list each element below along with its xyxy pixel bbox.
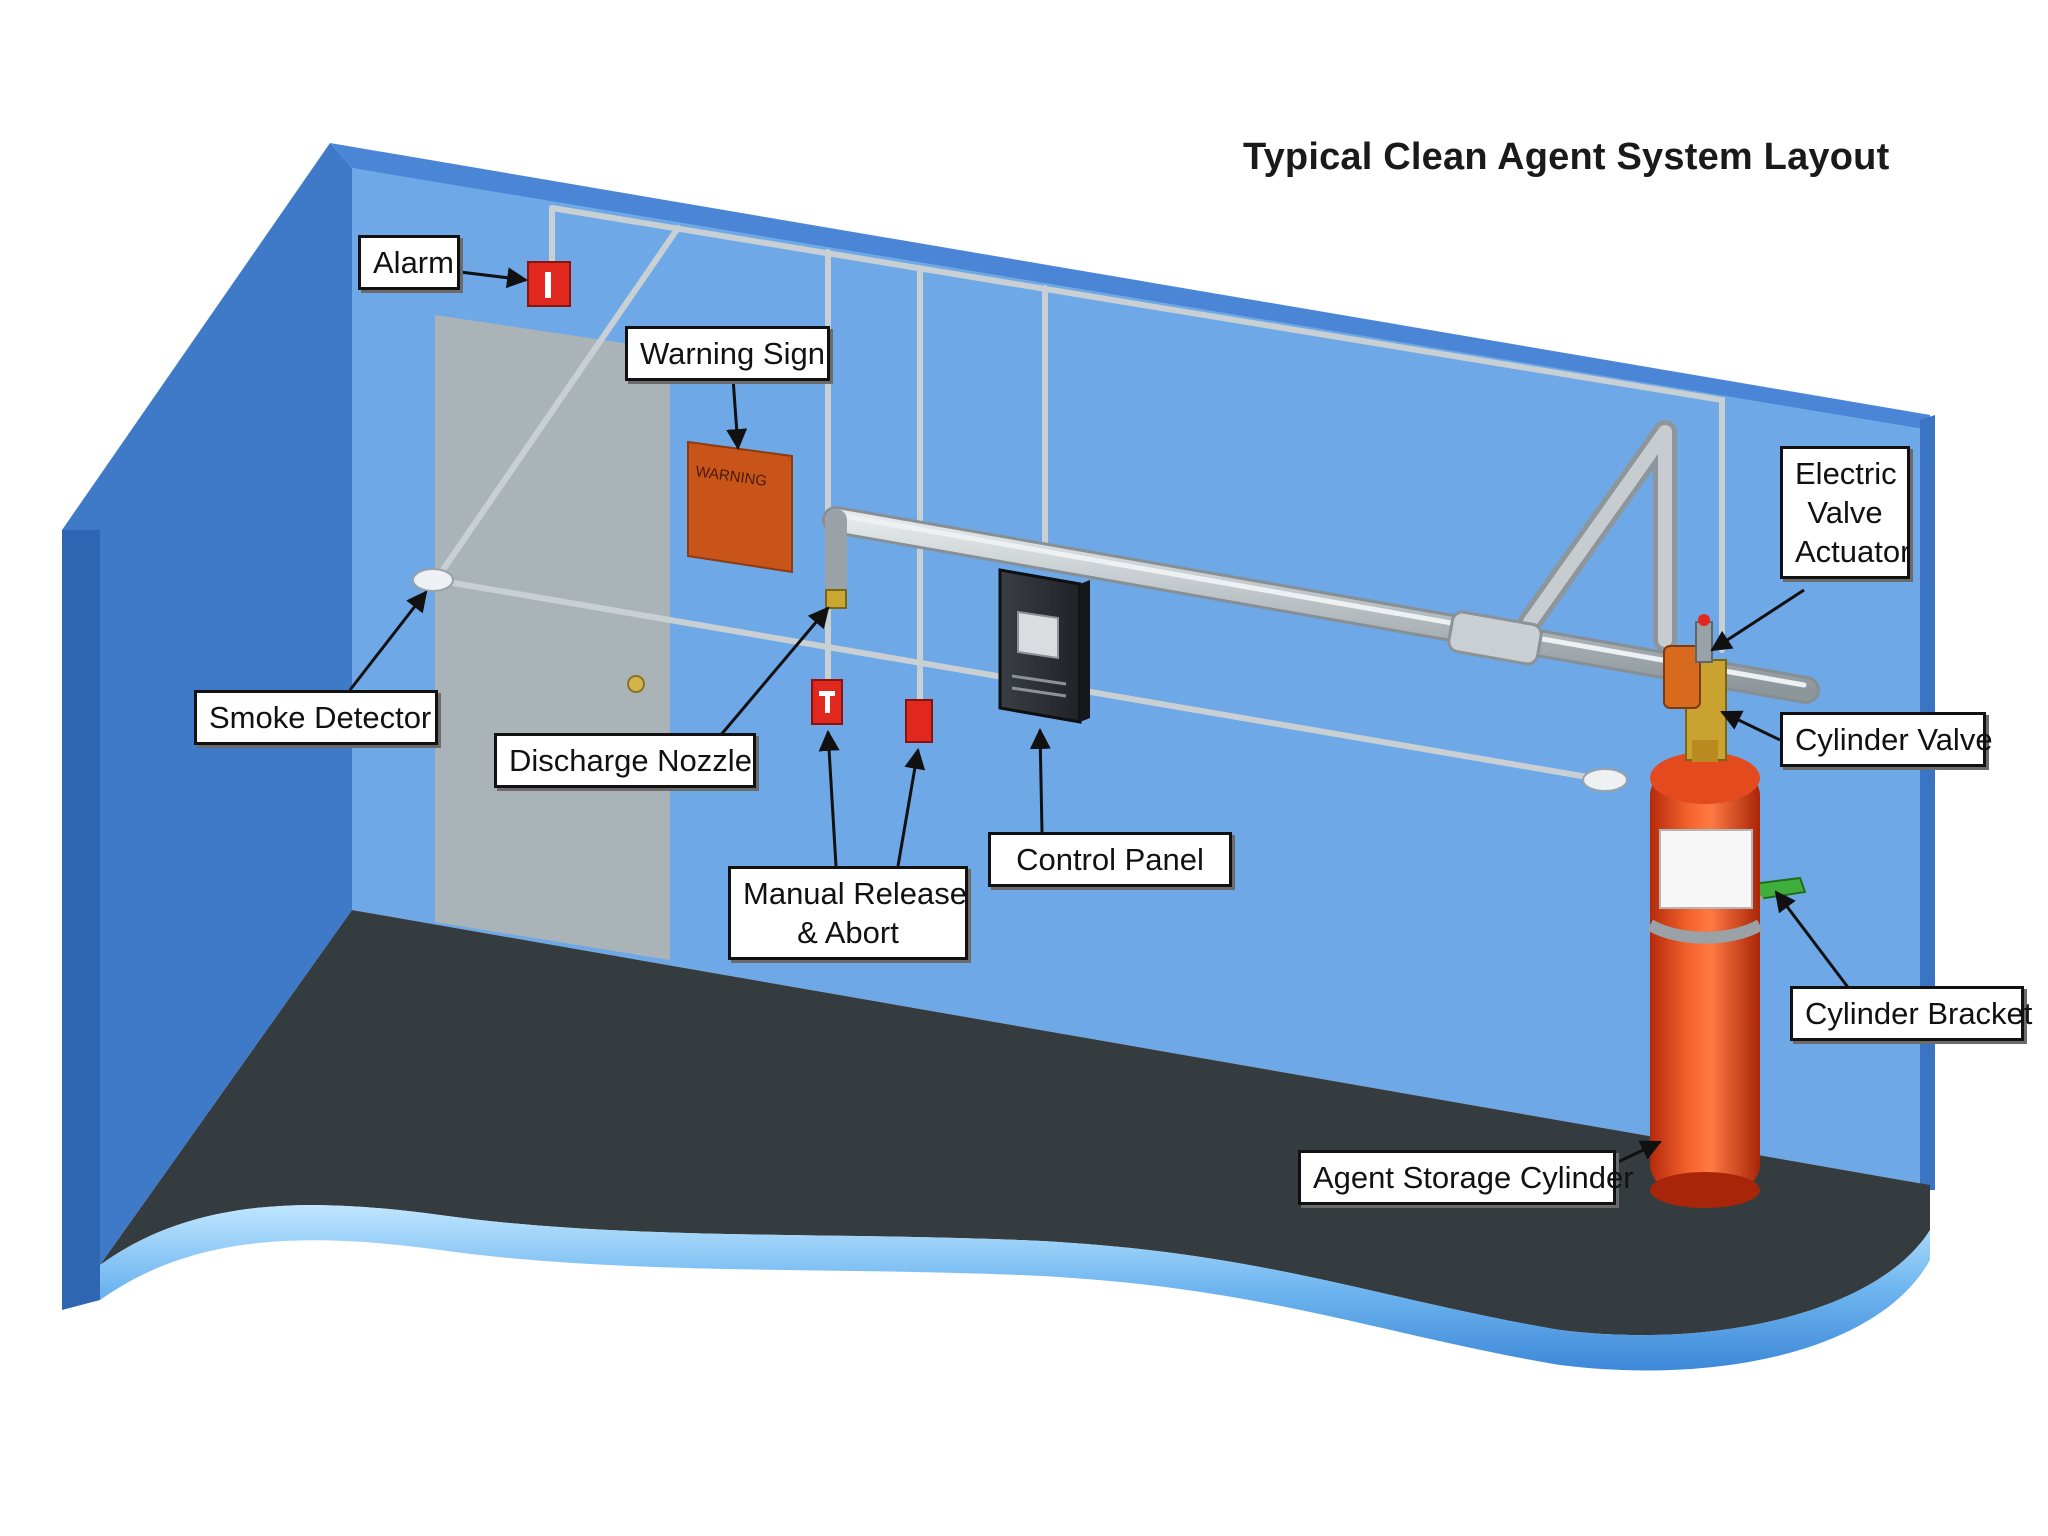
label-alarm-text: Alarm [373,245,454,280]
floor-front-edge [100,1205,1930,1371]
smoke-detector-right [1582,768,1628,792]
label-smoke-detector: Smoke Detector [194,690,438,745]
label-agent-storage-cylinder-text: Agent Storage Cylinder [1313,1160,1634,1195]
floor [100,910,1930,1336]
warning-sign-plate: WARNING [687,440,793,574]
discharge-nozzle [825,589,847,609]
label-cylinder-bracket: Cylinder Bracket [1790,986,2033,1041]
label-discharge-nozzle: Discharge Nozzle [494,733,756,788]
label-manual-release-line2: & Abort [797,915,899,950]
smoke-detector-left [412,568,454,592]
label-warning-sign: Warning Sign [625,326,830,381]
wall-top-edge [330,143,1930,430]
abort-station [905,699,933,743]
cylinder-valve-assembly [1663,645,1727,762]
label-discharge-nozzle-text: Discharge Nozzle [509,743,752,778]
label-control-panel: Control Panel [988,832,1232,887]
leader-arrows [348,267,1852,1164]
alarm-device [527,261,571,307]
label-cylinder-valve-text: Cylinder Valve [1795,722,1993,757]
label-smoke-detector-text: Smoke Detector [209,700,432,735]
electric-valve-actuator-device [1695,614,1713,663]
label-manual-release-line1: Manual Release [743,876,968,911]
label-cylinder-valve: Cylinder Valve [1780,712,1993,767]
diagram-title: Typical Clean Agent System Layout [1243,136,1890,178]
left-wall-front-edge [62,530,100,1310]
label-agent-storage-cylinder: Agent Storage Cylinder [1298,1150,1634,1205]
label-electric-valve-line3: Actuator [1795,534,1911,569]
distribution-pipe [822,420,1820,704]
door-knob [627,675,645,693]
label-manual-release-abort: Manual Release & Abort [728,866,968,960]
label-warning-sign-text: Warning Sign [640,336,825,371]
control-panel-device [998,568,1090,724]
agent-storage-cylinder-device [1647,752,1763,1208]
label-cylinder-bracket-text: Cylinder Bracket [1805,996,2033,1031]
manual-release-station [811,679,843,725]
label-electric-valve-actuator: Electric Valve Actuator [1780,446,1910,579]
door [435,315,670,960]
label-control-panel-text: Control Panel [1016,842,1204,877]
label-electric-valve-line1: Electric [1795,456,1897,491]
right-wall-edge [1920,415,1935,1190]
label-alarm: Alarm [358,235,460,290]
label-electric-valve-line2: Valve [1807,495,1883,530]
